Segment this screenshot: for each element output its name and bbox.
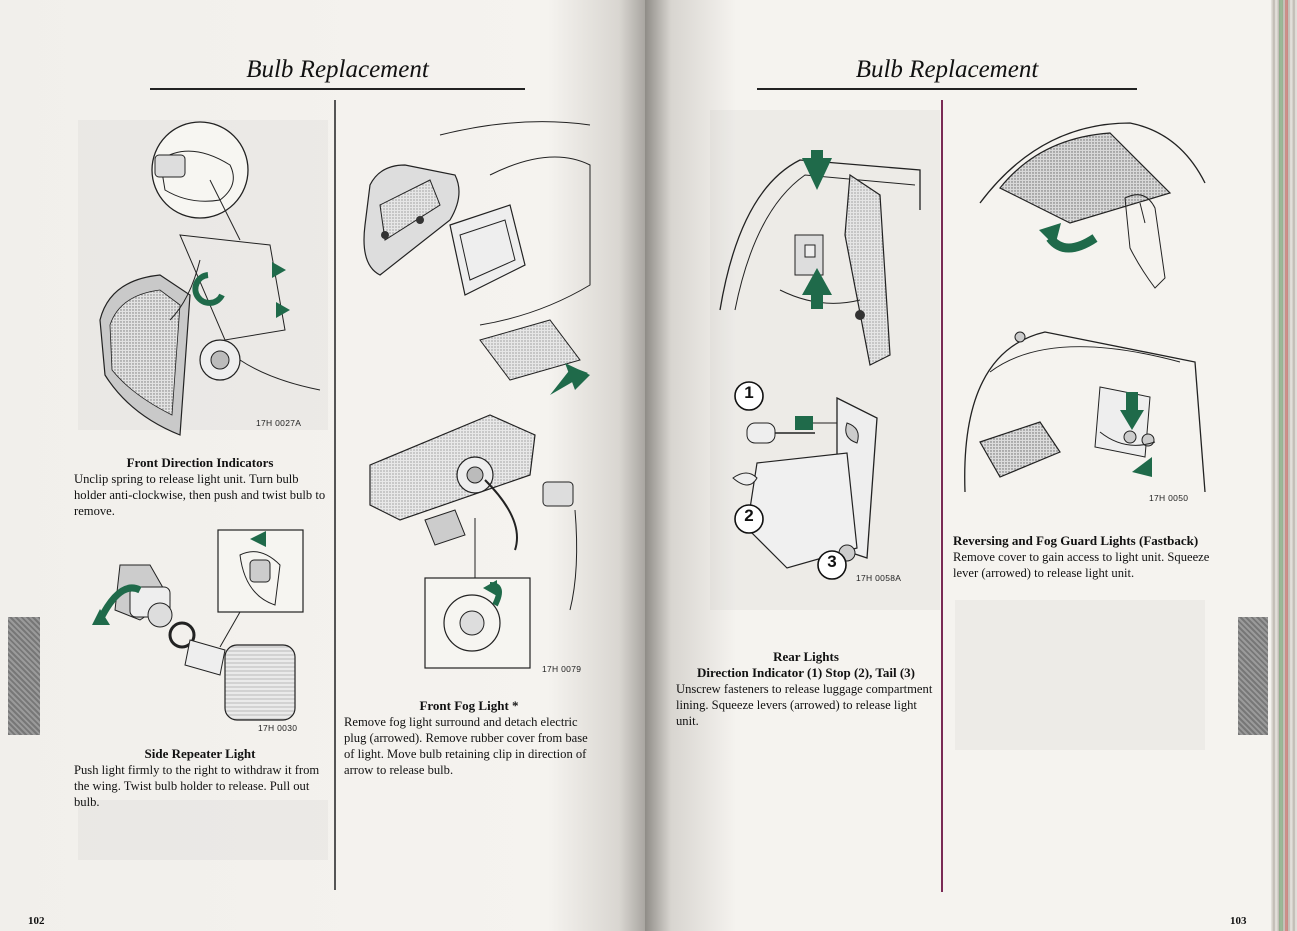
callout-1-label: 1 bbox=[744, 383, 754, 402]
rear-light-unit-illustration bbox=[732, 396, 878, 569]
rear-lights-caption: Rear Lights Direction Indicator (1) Stop… bbox=[676, 649, 936, 729]
page-edge-stripe bbox=[1279, 0, 1283, 931]
callout-1 bbox=[734, 381, 764, 411]
rear-lights-title: Rear Lights bbox=[773, 649, 839, 664]
front-fog-title: Front Fog Light * bbox=[419, 698, 519, 713]
left-page-number: 102 bbox=[28, 915, 45, 927]
reversing-light-unit-illustration bbox=[964, 331, 1206, 493]
left-page-title: Bulb Replacement bbox=[246, 56, 429, 83]
rear-lights-subtitle: Direction Indicator (1) Stop (2), Tail (… bbox=[697, 665, 915, 680]
front-direction-title: Front Direction Indicators bbox=[126, 455, 274, 470]
left-thumb-tab bbox=[8, 617, 40, 735]
reversing-fog-body: Remove cover to gain access to light uni… bbox=[953, 550, 1210, 580]
left-header-rule bbox=[150, 88, 525, 90]
figure-code-front-fog: 17H 0079 bbox=[542, 664, 582, 674]
front-direction-indicator-illustration bbox=[99, 121, 321, 436]
front-fog-body: Remove fog light surround and detach ele… bbox=[344, 715, 588, 777]
right-column-rule bbox=[941, 100, 943, 892]
left-header: Bulb Replacement bbox=[150, 56, 525, 84]
side-repeater-illustration bbox=[92, 529, 304, 721]
reversing-fog-title: Reversing and Fog Guard Lights (Fastback… bbox=[953, 533, 1199, 548]
page-edge-stripe bbox=[1285, 0, 1288, 931]
right-page-number: 103 bbox=[1230, 915, 1247, 927]
show-through-ghost bbox=[955, 600, 1205, 750]
callout-2 bbox=[734, 504, 764, 534]
figure-code-front-direction: 17H 0027A bbox=[256, 418, 302, 428]
right-page: Bulb Replacement 1 bbox=[645, 0, 1297, 931]
fog-light-car-illustration bbox=[363, 121, 591, 395]
front-fog-caption: Front Fog Light * Remove fog light surro… bbox=[344, 698, 594, 778]
reversing-cover-illustration bbox=[979, 122, 1206, 289]
side-repeater-body: Push light firmly to the right to withdr… bbox=[74, 763, 320, 809]
left-page: Bulb Replacement 17H 0027A Front Directi… bbox=[0, 0, 645, 931]
right-header-rule bbox=[757, 88, 1137, 90]
right-header: Bulb Replacement bbox=[757, 56, 1137, 84]
callout-2-label: 2 bbox=[744, 506, 754, 525]
reversing-fog-caption: Reversing and Fog Guard Lights (Fastback… bbox=[953, 533, 1223, 581]
page-edge-stack bbox=[1271, 0, 1297, 931]
figure-code-rear-lights: 17H 0058A bbox=[856, 573, 902, 583]
front-direction-body: Unclip spring to release light unit. Tur… bbox=[74, 472, 326, 518]
right-page-title: Bulb Replacement bbox=[855, 56, 1039, 83]
figure-code-reversing-fog: 17H 0050 bbox=[1149, 493, 1189, 503]
rear-lights-car-illustration bbox=[719, 150, 921, 366]
callout-3 bbox=[817, 550, 847, 580]
left-column-rule bbox=[334, 100, 336, 890]
side-repeater-title: Side Repeater Light bbox=[144, 746, 256, 761]
callout-3-label: 3 bbox=[827, 552, 837, 571]
show-through-ghost bbox=[78, 800, 328, 860]
front-direction-caption: Front Direction Indicators Unclip spring… bbox=[74, 455, 326, 519]
side-repeater-caption: Side Repeater Light Push light firmly to… bbox=[74, 746, 326, 810]
rear-lights-body: Unscrew fasteners to release luggage com… bbox=[676, 682, 933, 728]
fog-light-unit-illustration bbox=[369, 414, 578, 669]
figure-code-side-repeater: 17H 0030 bbox=[258, 723, 298, 733]
right-thumb-tab bbox=[1238, 617, 1268, 735]
